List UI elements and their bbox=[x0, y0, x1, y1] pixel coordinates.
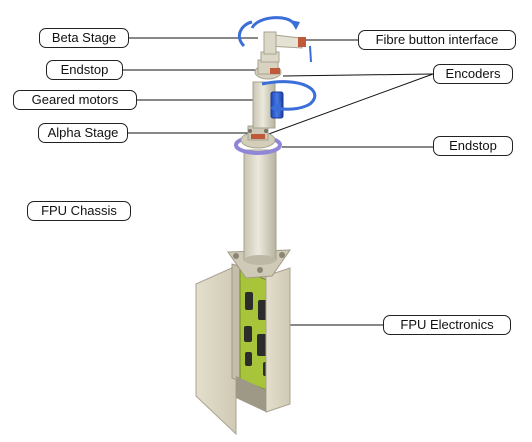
label-endstop-top: Endstop bbox=[46, 60, 123, 80]
fpu-chassis bbox=[195, 249, 291, 436]
chassis-right-panel bbox=[265, 267, 291, 413]
label-fpu-electronics: FPU Electronics bbox=[383, 315, 511, 335]
label-fibre-button-interface: Fibre button interface bbox=[358, 30, 516, 50]
leader-lines bbox=[123, 37, 434, 326]
fibre-button bbox=[298, 37, 306, 47]
beta-stage bbox=[254, 31, 312, 80]
alpha-stage bbox=[234, 125, 282, 155]
beta-encoder bbox=[270, 68, 280, 74]
alpha-encoder bbox=[251, 134, 265, 139]
leader-encoders-1 bbox=[282, 73, 434, 77]
chassis-bottom-rail bbox=[236, 376, 266, 412]
beta-rotation-arrow bbox=[238, 16, 300, 48]
label-geared-motors: Geared motors bbox=[13, 90, 137, 110]
label-beta-stage: Beta Stage bbox=[39, 28, 129, 48]
label-encoders: Encoders bbox=[433, 64, 513, 84]
label-alpha-stage: Alpha Stage bbox=[38, 123, 128, 143]
label-fpu-chassis: FPU Chassis bbox=[27, 201, 131, 221]
chassis-left-panel bbox=[195, 265, 237, 436]
leader-encoders-2 bbox=[265, 73, 434, 136]
alpha-tube bbox=[243, 149, 277, 265]
label-endstop-right: Endstop bbox=[433, 136, 513, 156]
alpha-rotation-arrow bbox=[261, 80, 317, 114]
